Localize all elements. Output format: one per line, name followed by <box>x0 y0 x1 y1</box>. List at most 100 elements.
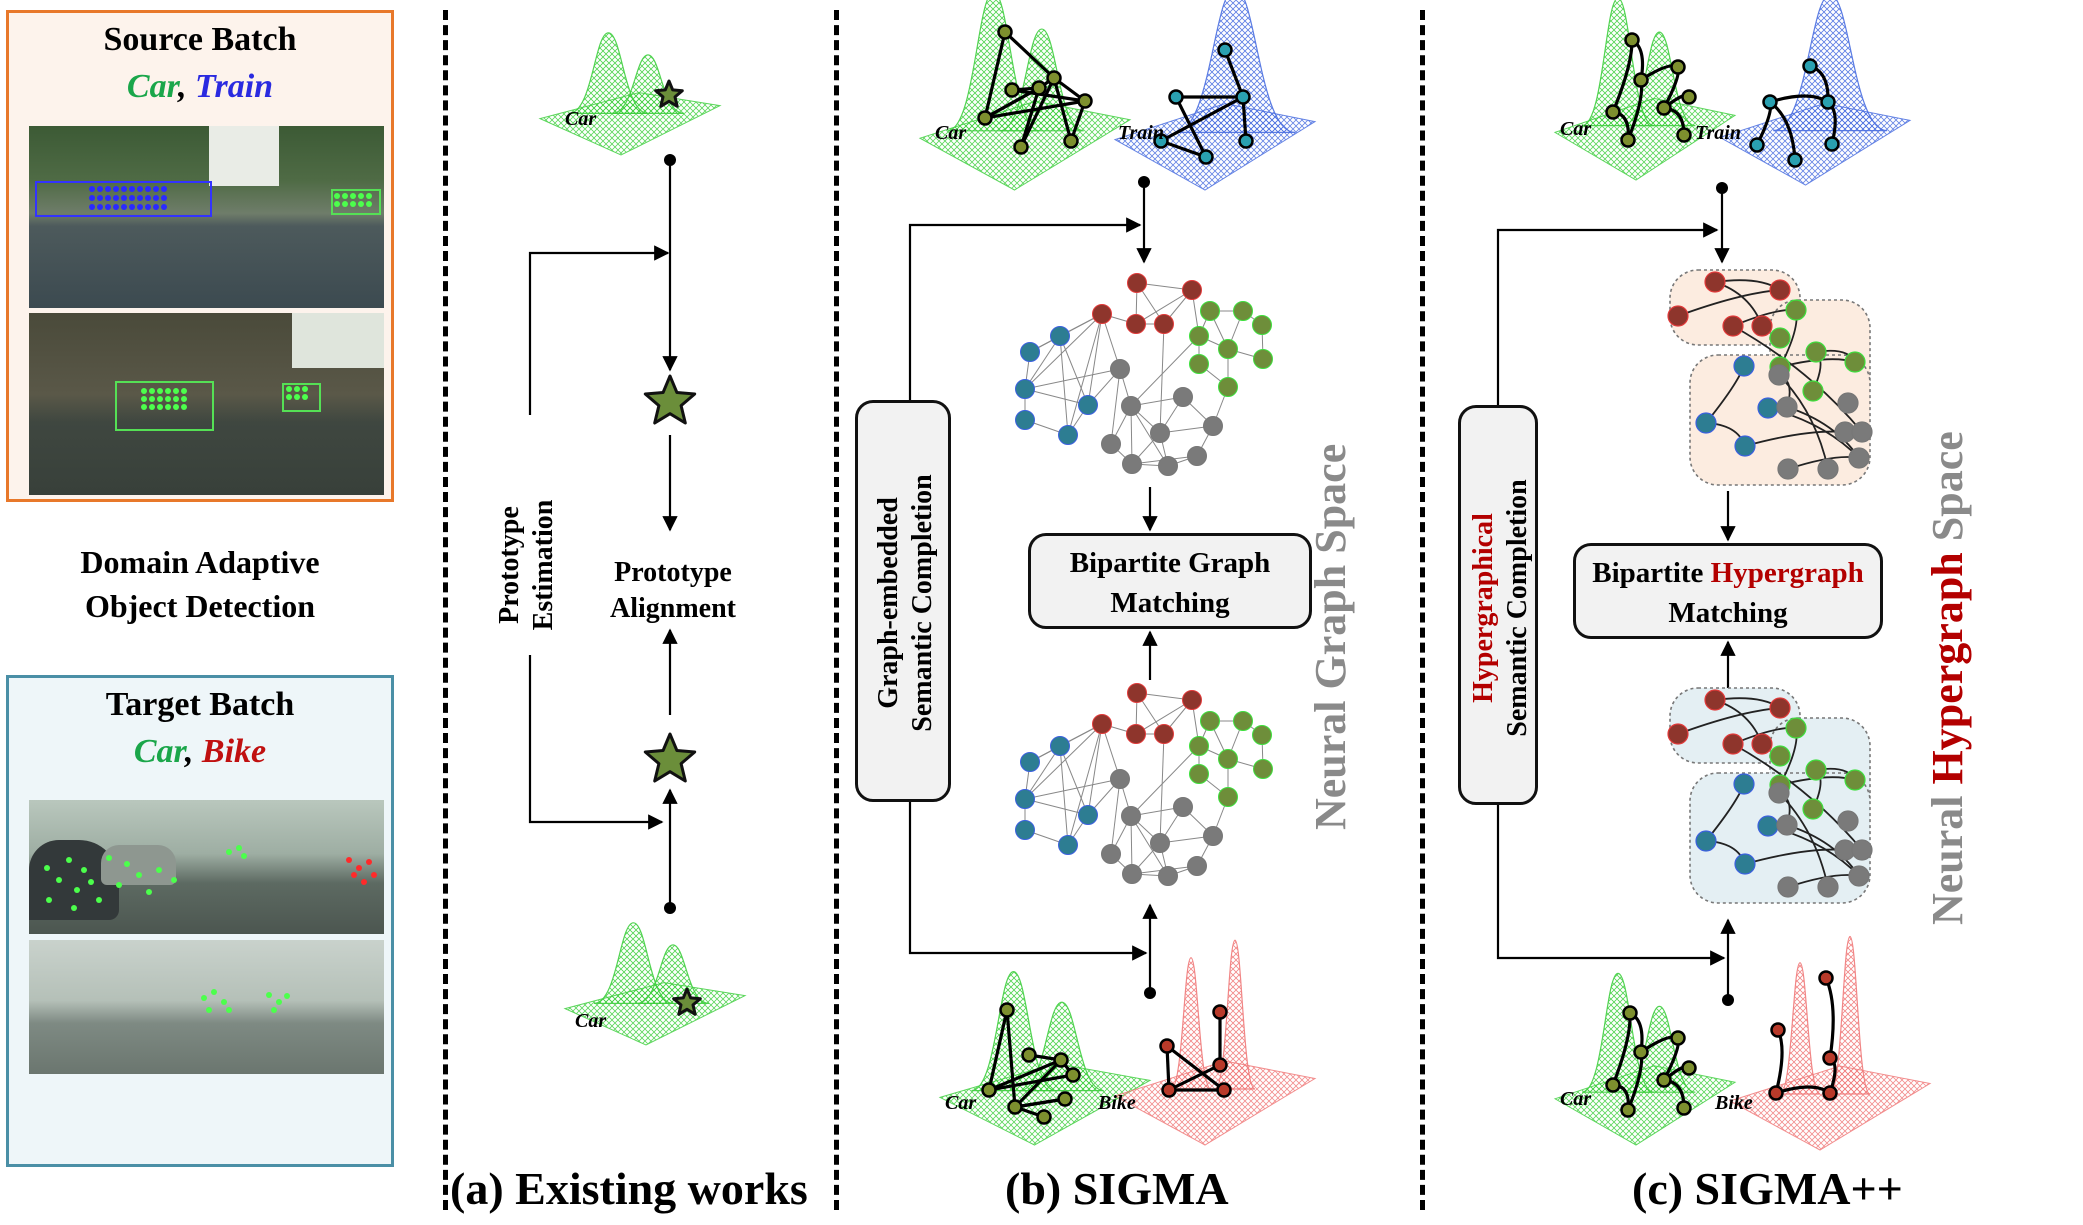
keypoint-dot <box>141 396 147 402</box>
train-distribution <box>1718 0 1912 186</box>
keypoint-dot <box>81 867 87 873</box>
bipartite-graph-matching-box: Bipartite Graph Matching <box>1028 533 1312 629</box>
panel-divider <box>1420 10 1425 1210</box>
dist-label-car: Car <box>565 108 597 130</box>
keypoint-dot <box>302 386 308 392</box>
dist-label-car: Car <box>1560 118 1592 140</box>
hypergraph-node <box>1769 745 1791 767</box>
graph-node <box>1101 434 1121 454</box>
keypoint-dot <box>74 887 80 893</box>
keypoint-dot <box>145 204 151 210</box>
keypoint-dot <box>113 204 119 210</box>
graph-node <box>1173 797 1193 817</box>
graph-node <box>1676 1100 1692 1116</box>
keypoint-dot <box>141 388 147 394</box>
graph-node <box>1822 1085 1838 1101</box>
graph-node <box>1057 1091 1073 1107</box>
graph-node <box>1681 89 1697 105</box>
dist-peak <box>1214 939 1256 1090</box>
completion-arrow <box>908 217 1142 400</box>
graph-node <box>1656 1072 1672 1088</box>
car-bbox <box>331 189 381 215</box>
hyperedge-curve <box>1778 374 1829 470</box>
keypoint-dot <box>284 993 290 999</box>
graph-node <box>1622 1005 1638 1021</box>
keypoint-dot <box>121 195 127 201</box>
graph-node <box>1768 1085 1784 1101</box>
completion-arrow <box>908 802 1148 961</box>
graph-node <box>1020 342 1040 362</box>
graph-node <box>1127 273 1147 293</box>
hypergraph-node <box>1776 396 1798 418</box>
graph-edge <box>988 1058 1062 1092</box>
hyperedge-curve <box>1732 743 1863 851</box>
keypoint-dot <box>149 396 155 402</box>
space-word: Space <box>1306 443 1355 565</box>
keypoint-dot <box>89 204 95 210</box>
graph-node <box>1058 425 1078 445</box>
graph-edge <box>1824 977 1835 1059</box>
keypoint-dot <box>181 388 187 394</box>
keypoint-dot <box>211 989 217 995</box>
graph-node <box>1670 59 1686 75</box>
keypoint-dot <box>201 995 207 1001</box>
graph-node <box>1021 1047 1037 1063</box>
completion-arrow <box>1496 805 1726 966</box>
prototype-star-icon <box>643 374 697 425</box>
keypoint-dot <box>334 201 340 207</box>
graph-edge <box>1059 335 1069 436</box>
completion-line2: Semantic Completion <box>907 474 938 732</box>
class-separator: , <box>184 733 202 770</box>
graph-node <box>977 110 993 126</box>
target-semantic-hypergraph <box>1667 687 1873 904</box>
hypergraph-node <box>1769 697 1791 719</box>
keypoint-dot <box>226 849 232 855</box>
hypergraph-node <box>1802 798 1824 820</box>
class-car-label: Car <box>126 68 178 105</box>
graph-edge <box>1059 745 1069 846</box>
dist-label-car: Car <box>945 1092 977 1114</box>
keypoint-dot <box>358 201 364 207</box>
graph-edge <box>1168 1063 1221 1092</box>
prototype-alignment-label: Prototype Alignment <box>598 555 748 627</box>
hypergraph-node <box>1817 458 1839 480</box>
hypergraph-node <box>1695 412 1717 434</box>
hypergraph-node <box>1837 810 1859 832</box>
hypergraph-node <box>1734 853 1756 875</box>
keypoint-dot <box>137 186 143 192</box>
graph-node <box>1015 379 1035 399</box>
space-word: Space <box>1923 431 1972 553</box>
hypergraph-node <box>1777 458 1799 480</box>
source-batch-classes: Car, Train <box>9 68 391 106</box>
keypoint-dot <box>106 855 112 861</box>
graph-node <box>1620 132 1636 148</box>
graph-node <box>1787 152 1803 168</box>
graph-node <box>997 24 1013 40</box>
prototype-estimation-label: Prototype Estimation <box>493 470 561 660</box>
graph-node <box>1200 301 1220 321</box>
graph-node <box>1770 1022 1786 1038</box>
graph-node <box>1121 396 1141 416</box>
graph-node <box>1063 133 1079 149</box>
matching-word: Bipartite <box>1592 557 1711 589</box>
graph-node <box>1605 1077 1621 1093</box>
keypoint-dot <box>165 396 171 402</box>
graph-node <box>1187 446 1207 466</box>
source-semantic-graph <box>1015 273 1273 476</box>
graph-node <box>1004 82 1020 98</box>
car-feature-graph <box>981 1002 1081 1125</box>
graph-node <box>1077 93 1093 109</box>
keypoint-dot <box>334 193 340 199</box>
keypoint-dot <box>156 867 162 873</box>
graph-edge <box>1174 96 1208 158</box>
class-bike-label: Bike <box>201 733 267 770</box>
hypergraph-node <box>1805 759 1827 781</box>
keypoint-dot <box>266 992 272 998</box>
bike-feature-hypergraph <box>1768 970 1838 1101</box>
hypergraph-node <box>1667 723 1689 745</box>
graph-edge <box>1014 1097 1066 1109</box>
source-scene-2-keypoints <box>141 386 308 410</box>
keypoint-dot <box>137 195 143 201</box>
keypoint-dot <box>105 204 111 210</box>
graph-node <box>1050 736 1070 756</box>
